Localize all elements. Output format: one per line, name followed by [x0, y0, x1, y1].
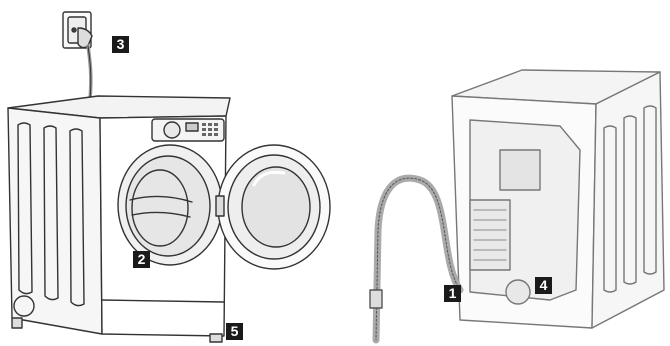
- callout-drain-connection: 4: [535, 277, 552, 294]
- water-inlet-hose: [370, 178, 460, 340]
- callout-water-inlet-hose: 1: [444, 285, 461, 302]
- front-washer: [8, 12, 330, 342]
- rear-washer: [452, 70, 664, 328]
- callout-power-plug: 3: [112, 36, 129, 53]
- open-door: [216, 145, 330, 269]
- power-plug-icon: [78, 28, 92, 100]
- callout-leveling-foot: 5: [226, 323, 243, 340]
- drain-cap-icon: [506, 280, 530, 304]
- callout-door-stopper: 2: [133, 251, 150, 268]
